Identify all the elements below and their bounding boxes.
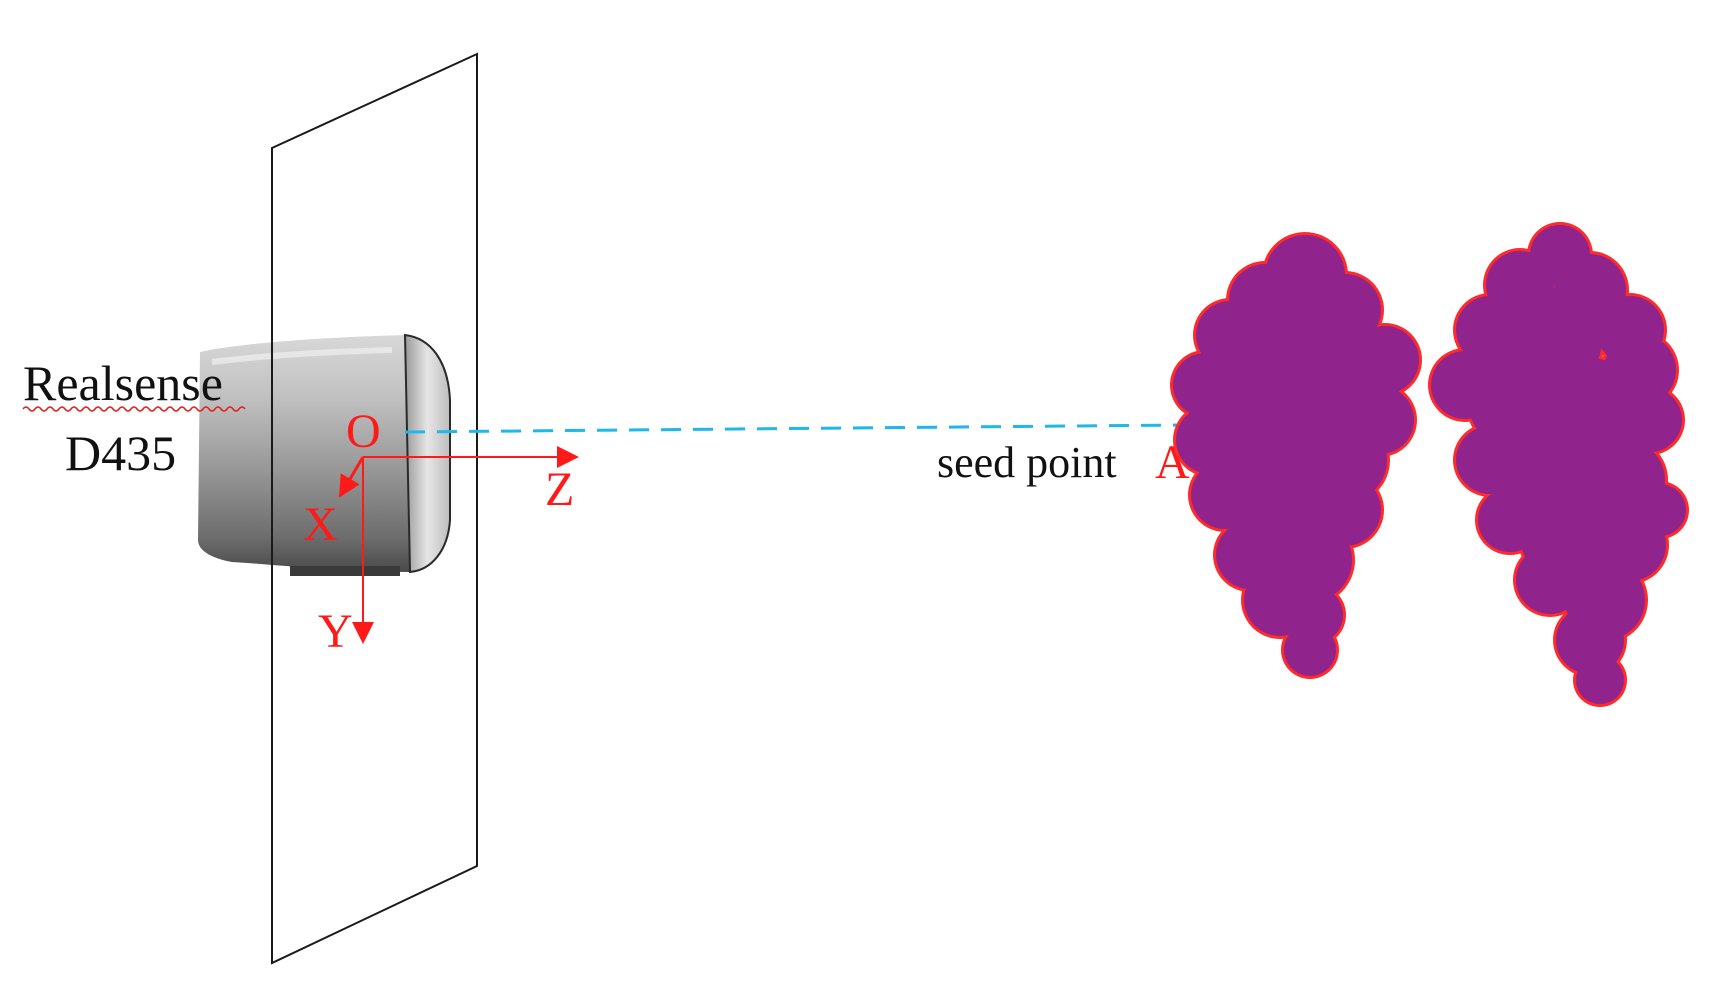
ray-to-seed-point [404,423,1183,434]
grape-berry [1576,656,1624,704]
spellcheck-underline [22,406,246,412]
grape-berry [1556,606,1624,674]
camera-name-line1: Realsense [23,355,223,411]
grape-berry [1351,326,1419,394]
grape-cluster-right [1428,222,1689,707]
depth-camera-icon [198,333,451,576]
y-axis-label: Y [318,605,353,658]
camera-name-line2: D435 [65,425,176,481]
camera-base-tab [290,566,400,576]
camera-coordinate-axes [338,446,579,644]
x-axis-arrow [338,456,365,498]
grape-berry [1618,388,1682,452]
origin-label: O [346,405,381,458]
camera-highlight [211,347,393,365]
seed-point-text: seed point [937,438,1117,487]
camera-front-face [403,333,451,574]
grape-berry [1284,624,1336,676]
x-axis-label: X [303,498,338,551]
camera-body [198,335,410,572]
grape-cluster-left [1170,232,1422,679]
image-plane [271,52,478,965]
z-axis-label: Z [545,463,574,516]
